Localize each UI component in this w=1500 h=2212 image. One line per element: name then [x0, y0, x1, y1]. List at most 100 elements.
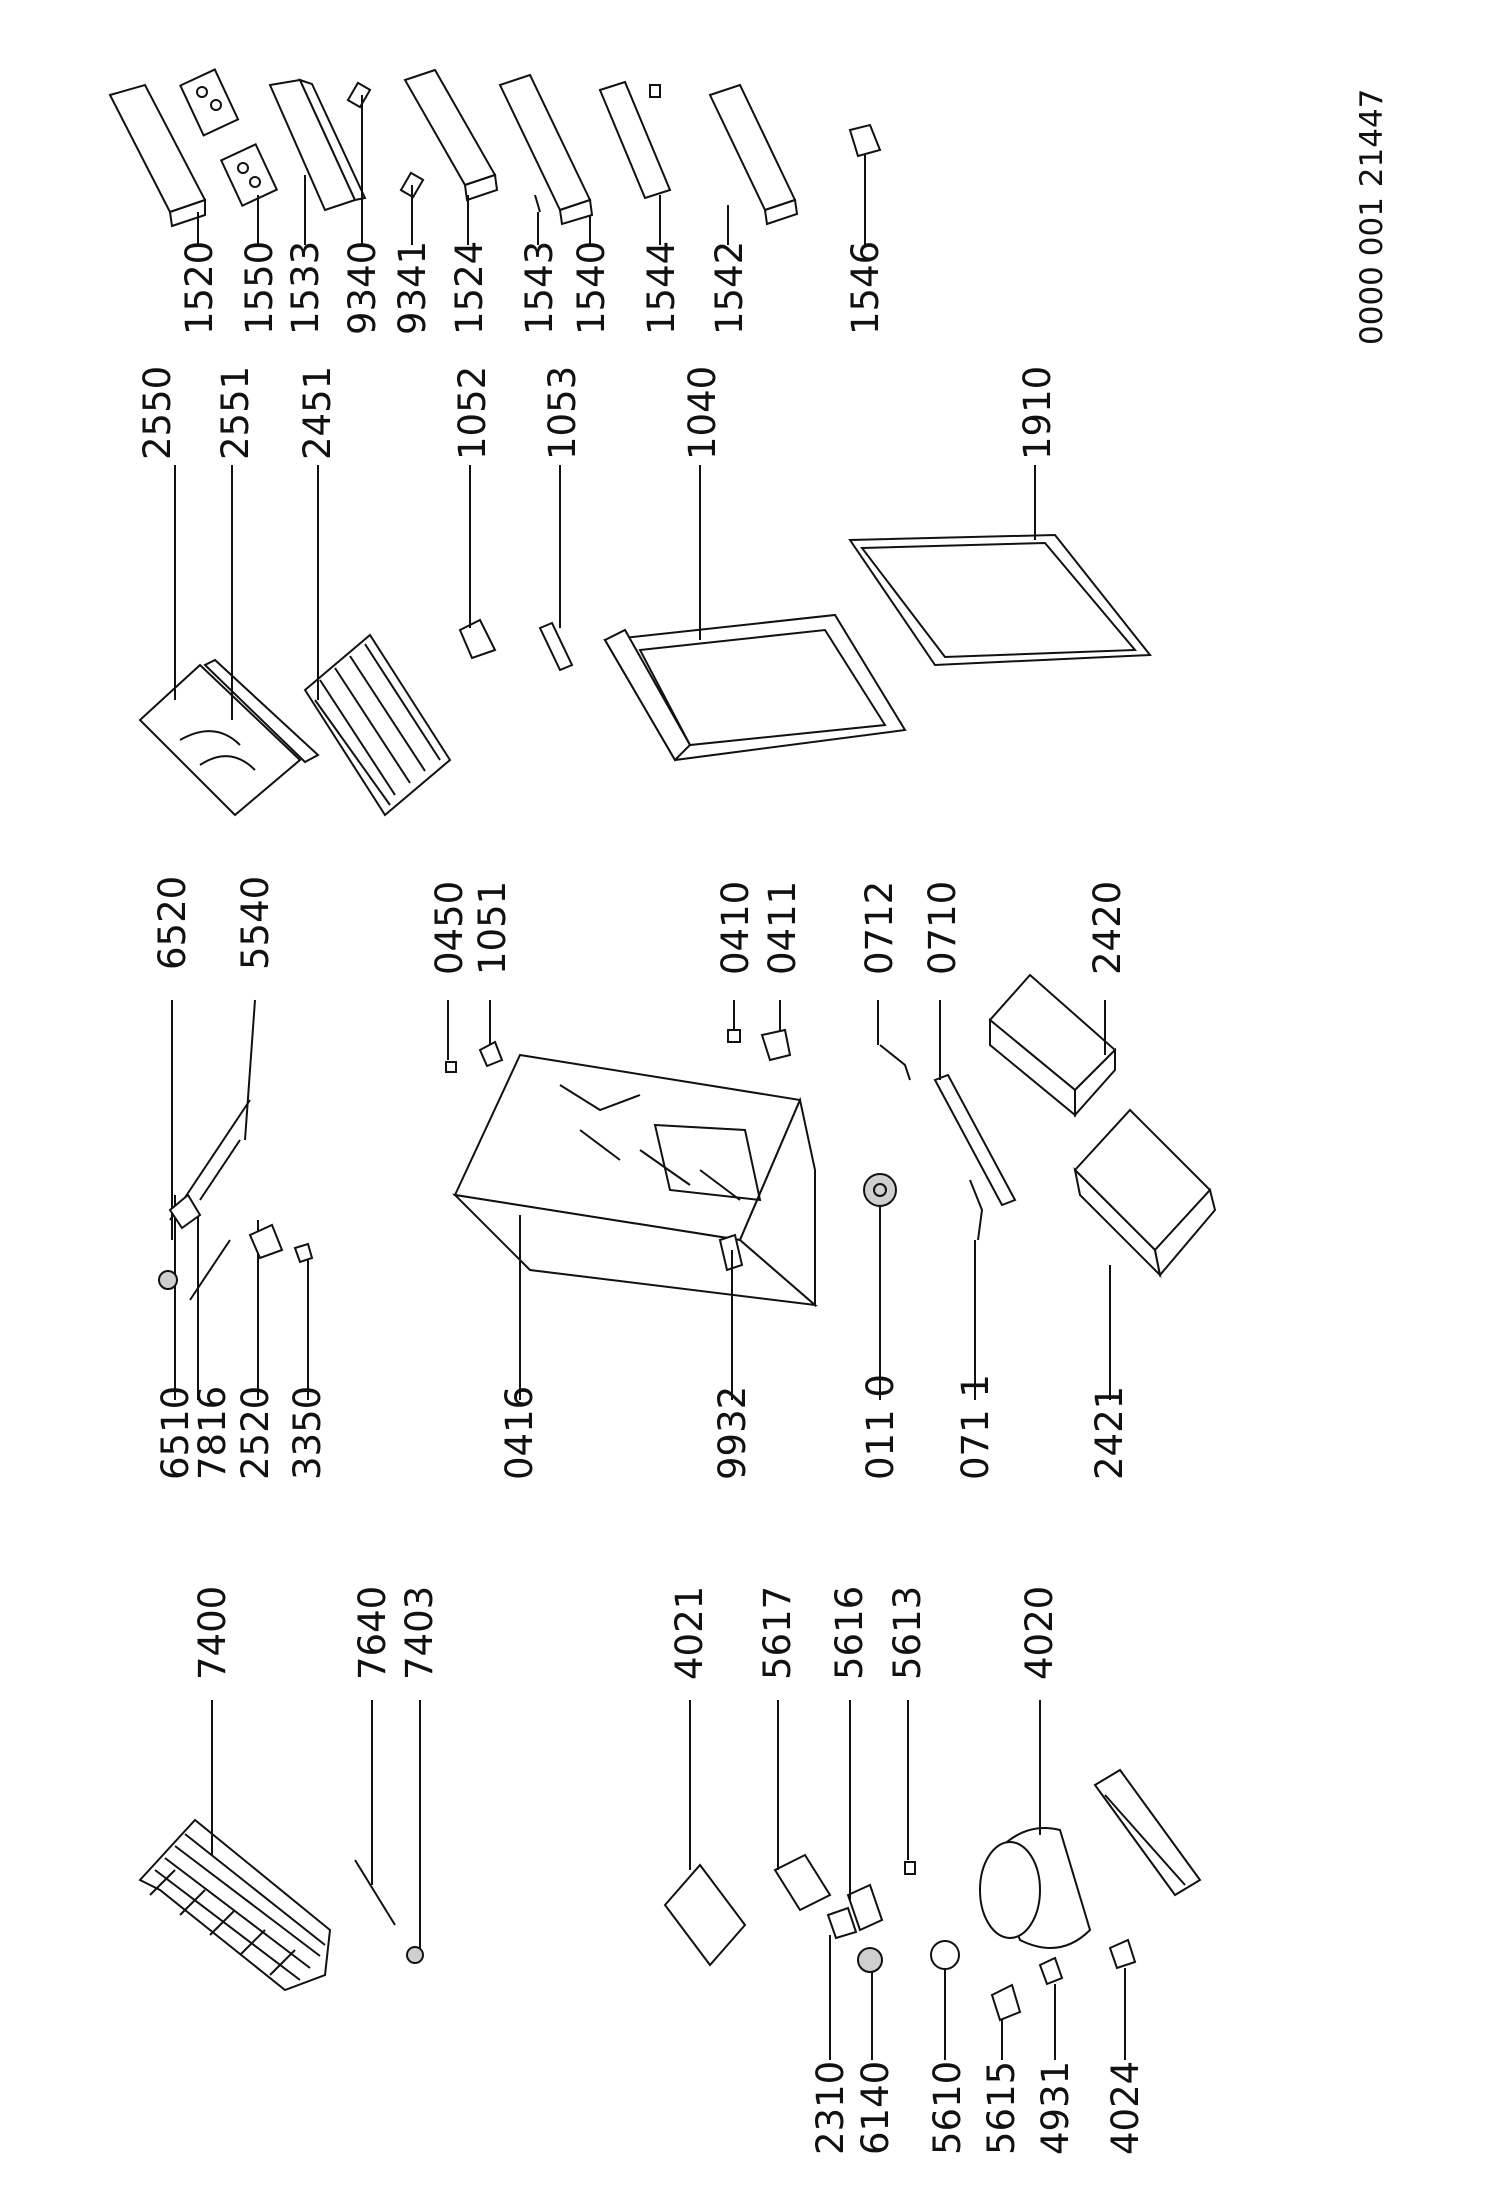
- label-9932: 9932: [711, 1386, 754, 1480]
- part-5616-relay: [846, 1883, 884, 1932]
- label-6510: 6510: [154, 1386, 197, 1480]
- part-4024-condenser: [1093, 1768, 1202, 1897]
- label-4024: 4024: [1104, 2061, 1147, 2155]
- part-0711-drain-tube: [969, 1179, 984, 1241]
- part-1524-door-shelf: [403, 68, 499, 202]
- part-4931-grommet: [1038, 1956, 1064, 1986]
- part-0416-cabinet: [452, 1053, 819, 1308]
- part-0411-bracket: [760, 1028, 792, 1062]
- label-0712: 0712: [858, 881, 901, 975]
- label-1052: 1052: [451, 366, 494, 460]
- part-1520-door-shelf: [108, 83, 207, 228]
- label-2421: 2421: [1088, 1386, 1131, 1480]
- label-7816: 7816: [191, 1386, 234, 1480]
- part-5610-capacitor: [930, 1940, 960, 1970]
- label-4021: 4021: [668, 1586, 711, 1680]
- part-9340-clip: [346, 81, 372, 109]
- label-5616: 5616: [828, 1586, 871, 1680]
- part-1540-door-shelf: [498, 73, 594, 226]
- part-2451-wire-shelf: [303, 633, 452, 817]
- part-2310-relay: [826, 1906, 858, 1940]
- label-0411: 0411: [761, 881, 804, 975]
- label-1053: 1053: [541, 366, 584, 460]
- part-3350-clip: [293, 1242, 314, 1264]
- part-7400-evaporator: [138, 1818, 332, 1992]
- part-2551-shelf-trim: [203, 658, 320, 764]
- part-1546-bracket: [848, 123, 882, 158]
- part-1543-pin: [534, 194, 541, 213]
- part-2420-crisper-small: [988, 973, 1117, 1118]
- part-6520-lamp: [168, 1193, 202, 1230]
- part-5617-bracket: [773, 1853, 832, 1912]
- label-1040: 1040: [681, 366, 724, 460]
- label-0710: 0710: [921, 881, 964, 975]
- label-1546: 1546: [844, 241, 887, 335]
- label-4931: 4931: [1034, 2061, 1077, 2155]
- part-2550-glass-shelf: [138, 663, 302, 817]
- door-rack-group: [108, 68, 882, 228]
- part-0712-drain-pipe: [879, 1044, 911, 1081]
- label-1524: 1524: [448, 241, 491, 335]
- part-4020-compressor: [979, 1827, 1092, 1949]
- label-6140: 6140: [854, 2061, 897, 2155]
- label-0410: 0410: [714, 881, 757, 975]
- part-6140-overload: [857, 1947, 883, 1973]
- label-1550: 1550: [238, 241, 281, 335]
- label-2520: 2520: [234, 1386, 277, 1480]
- label-5540: 5540: [234, 876, 277, 970]
- part-1051-hinge: [478, 1040, 504, 1068]
- label-5615: 5615: [980, 2061, 1023, 2155]
- part-4024-bolt: [1108, 1938, 1137, 1970]
- label-5610: 5610: [926, 2061, 969, 2155]
- label-1542: 1542: [708, 241, 751, 335]
- label-2451: 2451: [296, 366, 339, 460]
- label-1520: 1520: [178, 241, 221, 335]
- part-1544-door-shelf: [598, 80, 672, 200]
- part-5613-clip: [904, 1861, 916, 1875]
- label-5613: 5613: [886, 1586, 929, 1680]
- label-0450: 0450: [428, 881, 471, 975]
- label-2550: 2550: [136, 366, 179, 460]
- label-0110: 011 0: [859, 1374, 902, 1480]
- part-1533-bottle-rack: [268, 78, 367, 212]
- label-0711: 071 1: [954, 1374, 997, 1480]
- part-5615-bracket: [990, 1983, 1022, 2022]
- label-4020: 4020: [1018, 1586, 1061, 1680]
- label-6520: 6520: [151, 876, 194, 970]
- part-5540-cable-harness: [199, 1139, 241, 1201]
- label-1540: 1540: [570, 241, 613, 335]
- label-7400: 7400: [191, 1586, 234, 1680]
- label-2551: 2551: [214, 366, 257, 460]
- label-2420: 2420: [1086, 881, 1129, 975]
- part-7640-tube: [354, 1859, 396, 1926]
- label-9341: 9341: [391, 241, 434, 335]
- label-2310: 2310: [809, 2061, 852, 2155]
- label-1533: 1533: [284, 241, 327, 335]
- label-7403: 7403: [398, 1586, 441, 1680]
- label-1910: 1910: [1016, 366, 1059, 460]
- label-3350: 3350: [286, 1386, 329, 1480]
- part-0110-thermostat-knob: [863, 1173, 897, 1207]
- part-0410-cap: [727, 1029, 741, 1043]
- part-4021-thermostat-cover: [663, 1863, 747, 1967]
- part-2421-crisper-large: [1073, 1108, 1217, 1279]
- label-0416: 0416: [498, 1386, 541, 1480]
- label-7640: 7640: [351, 1586, 394, 1680]
- part-1040-door: [603, 613, 907, 762]
- part-1550-egg-tray: [179, 68, 279, 208]
- label-1543: 1543: [518, 241, 561, 335]
- part-7403-cap: [406, 1946, 424, 1964]
- part-2520-switch: [248, 1223, 284, 1260]
- part-1542-door-shelf: [708, 83, 799, 226]
- part-7816-cable: [189, 1239, 231, 1301]
- part-0450-screw: [445, 1061, 457, 1073]
- part-0710-drain-channel: [933, 1073, 1017, 1207]
- part-1910-door-gasket: [848, 533, 1152, 667]
- part-1053-hinge-pin: [538, 621, 574, 672]
- label-5617: 5617: [756, 1586, 799, 1680]
- label-1544: 1544: [640, 241, 683, 335]
- label-9340: 9340: [341, 241, 384, 335]
- part-6510-lamp-holder: [158, 1270, 178, 1290]
- part-1052-hinge: [458, 618, 497, 660]
